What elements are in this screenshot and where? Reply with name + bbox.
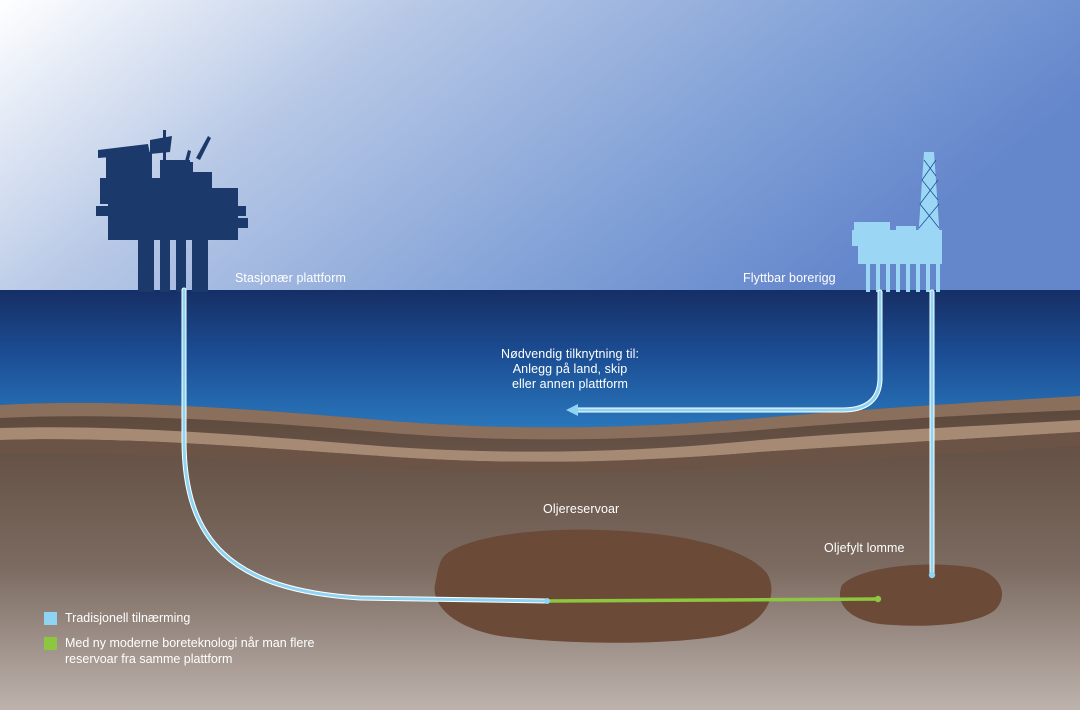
legend-swatch-traditional bbox=[44, 612, 57, 625]
oil-reservoir-label: Oljereservoar bbox=[543, 502, 620, 516]
tie-in-label: Nødvendig tilknytning til: Anlegg på lan… bbox=[470, 347, 670, 392]
traditional-well-path-fill bbox=[182, 288, 548, 603]
rig-well-end-point bbox=[928, 571, 936, 579]
legend-swatch-modern bbox=[44, 637, 57, 650]
legend-label-traditional: Tradisjonell tilnærming bbox=[65, 611, 191, 625]
tie-in-line-fill bbox=[574, 290, 882, 412]
modern-well-end-point bbox=[874, 595, 882, 603]
sediment-layer-dark bbox=[0, 432, 1080, 474]
tie-in-arrowhead bbox=[566, 404, 578, 416]
oil-reservoir bbox=[434, 529, 772, 643]
tie-in-label-line-1: Nødvendig tilknytning til: bbox=[500, 347, 640, 361]
legend-label-modern-line-2: reservoar fra samme plattform bbox=[65, 652, 233, 666]
stationary-platform-icon bbox=[96, 130, 248, 292]
rig-derrick-lattice bbox=[918, 159, 940, 229]
oil-pocket-label: Oljefylt lomme bbox=[824, 541, 905, 555]
oil-pocket bbox=[839, 564, 1003, 626]
sea-surface-line bbox=[0, 290, 1080, 293]
sediment-layer-light bbox=[0, 420, 1080, 462]
sediment-layer-top bbox=[0, 396, 1080, 440]
tie-in-label-line-2: Anlegg på land, skip bbox=[512, 362, 628, 376]
modern-well-path bbox=[544, 597, 880, 603]
tie-in-label-line-3: eller annen plattform bbox=[511, 377, 629, 391]
well-junction-point bbox=[544, 598, 550, 604]
mobile-rig-label: Flyttbar borerigg bbox=[743, 271, 836, 285]
stationary-platform-label: Stasjonær plattform bbox=[235, 271, 346, 285]
legend-label-modern-line-1: Med ny moderne boreteknologi når man fle… bbox=[65, 636, 315, 650]
